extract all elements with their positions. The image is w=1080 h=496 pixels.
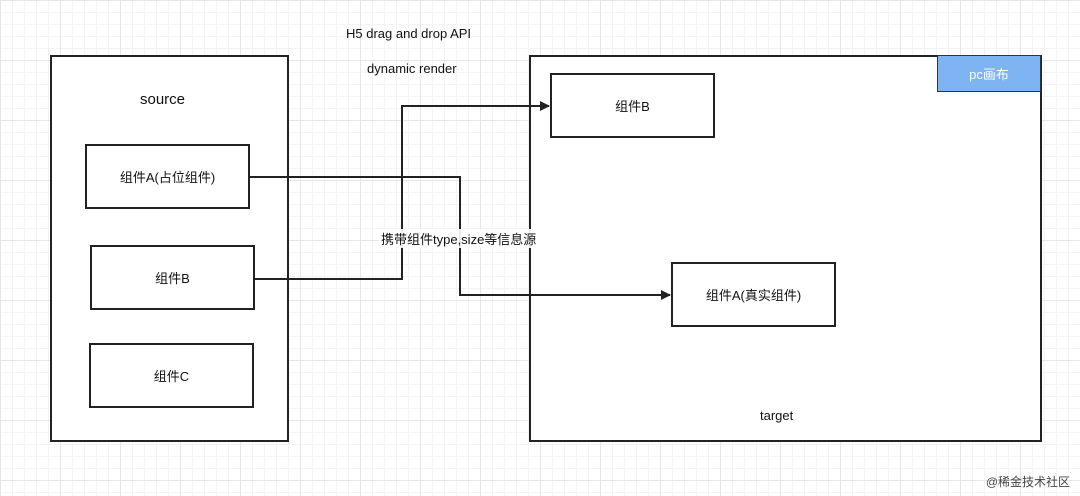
pc-canvas-tag: pc画布 xyxy=(937,55,1041,92)
source-title: source xyxy=(140,91,186,108)
edge-component-b-to-target xyxy=(255,101,550,280)
render-label: dynamic render xyxy=(367,61,457,76)
source-component-c[interactable]: 组件C xyxy=(89,343,254,408)
target-title: target xyxy=(760,408,794,423)
target-component-a[interactable]: 组件A(真实组件) xyxy=(671,262,836,327)
edge-label: 携带组件type,size等信息源 xyxy=(379,229,539,248)
source-component-b[interactable]: 组件B xyxy=(90,245,255,310)
api-label: H5 drag and drop API xyxy=(346,26,472,41)
source-component-a[interactable]: 组件A(占位组件) xyxy=(85,144,250,209)
watermark: @稀金技术社区 xyxy=(985,475,1070,489)
target-component-b[interactable]: 组件B xyxy=(550,73,715,138)
